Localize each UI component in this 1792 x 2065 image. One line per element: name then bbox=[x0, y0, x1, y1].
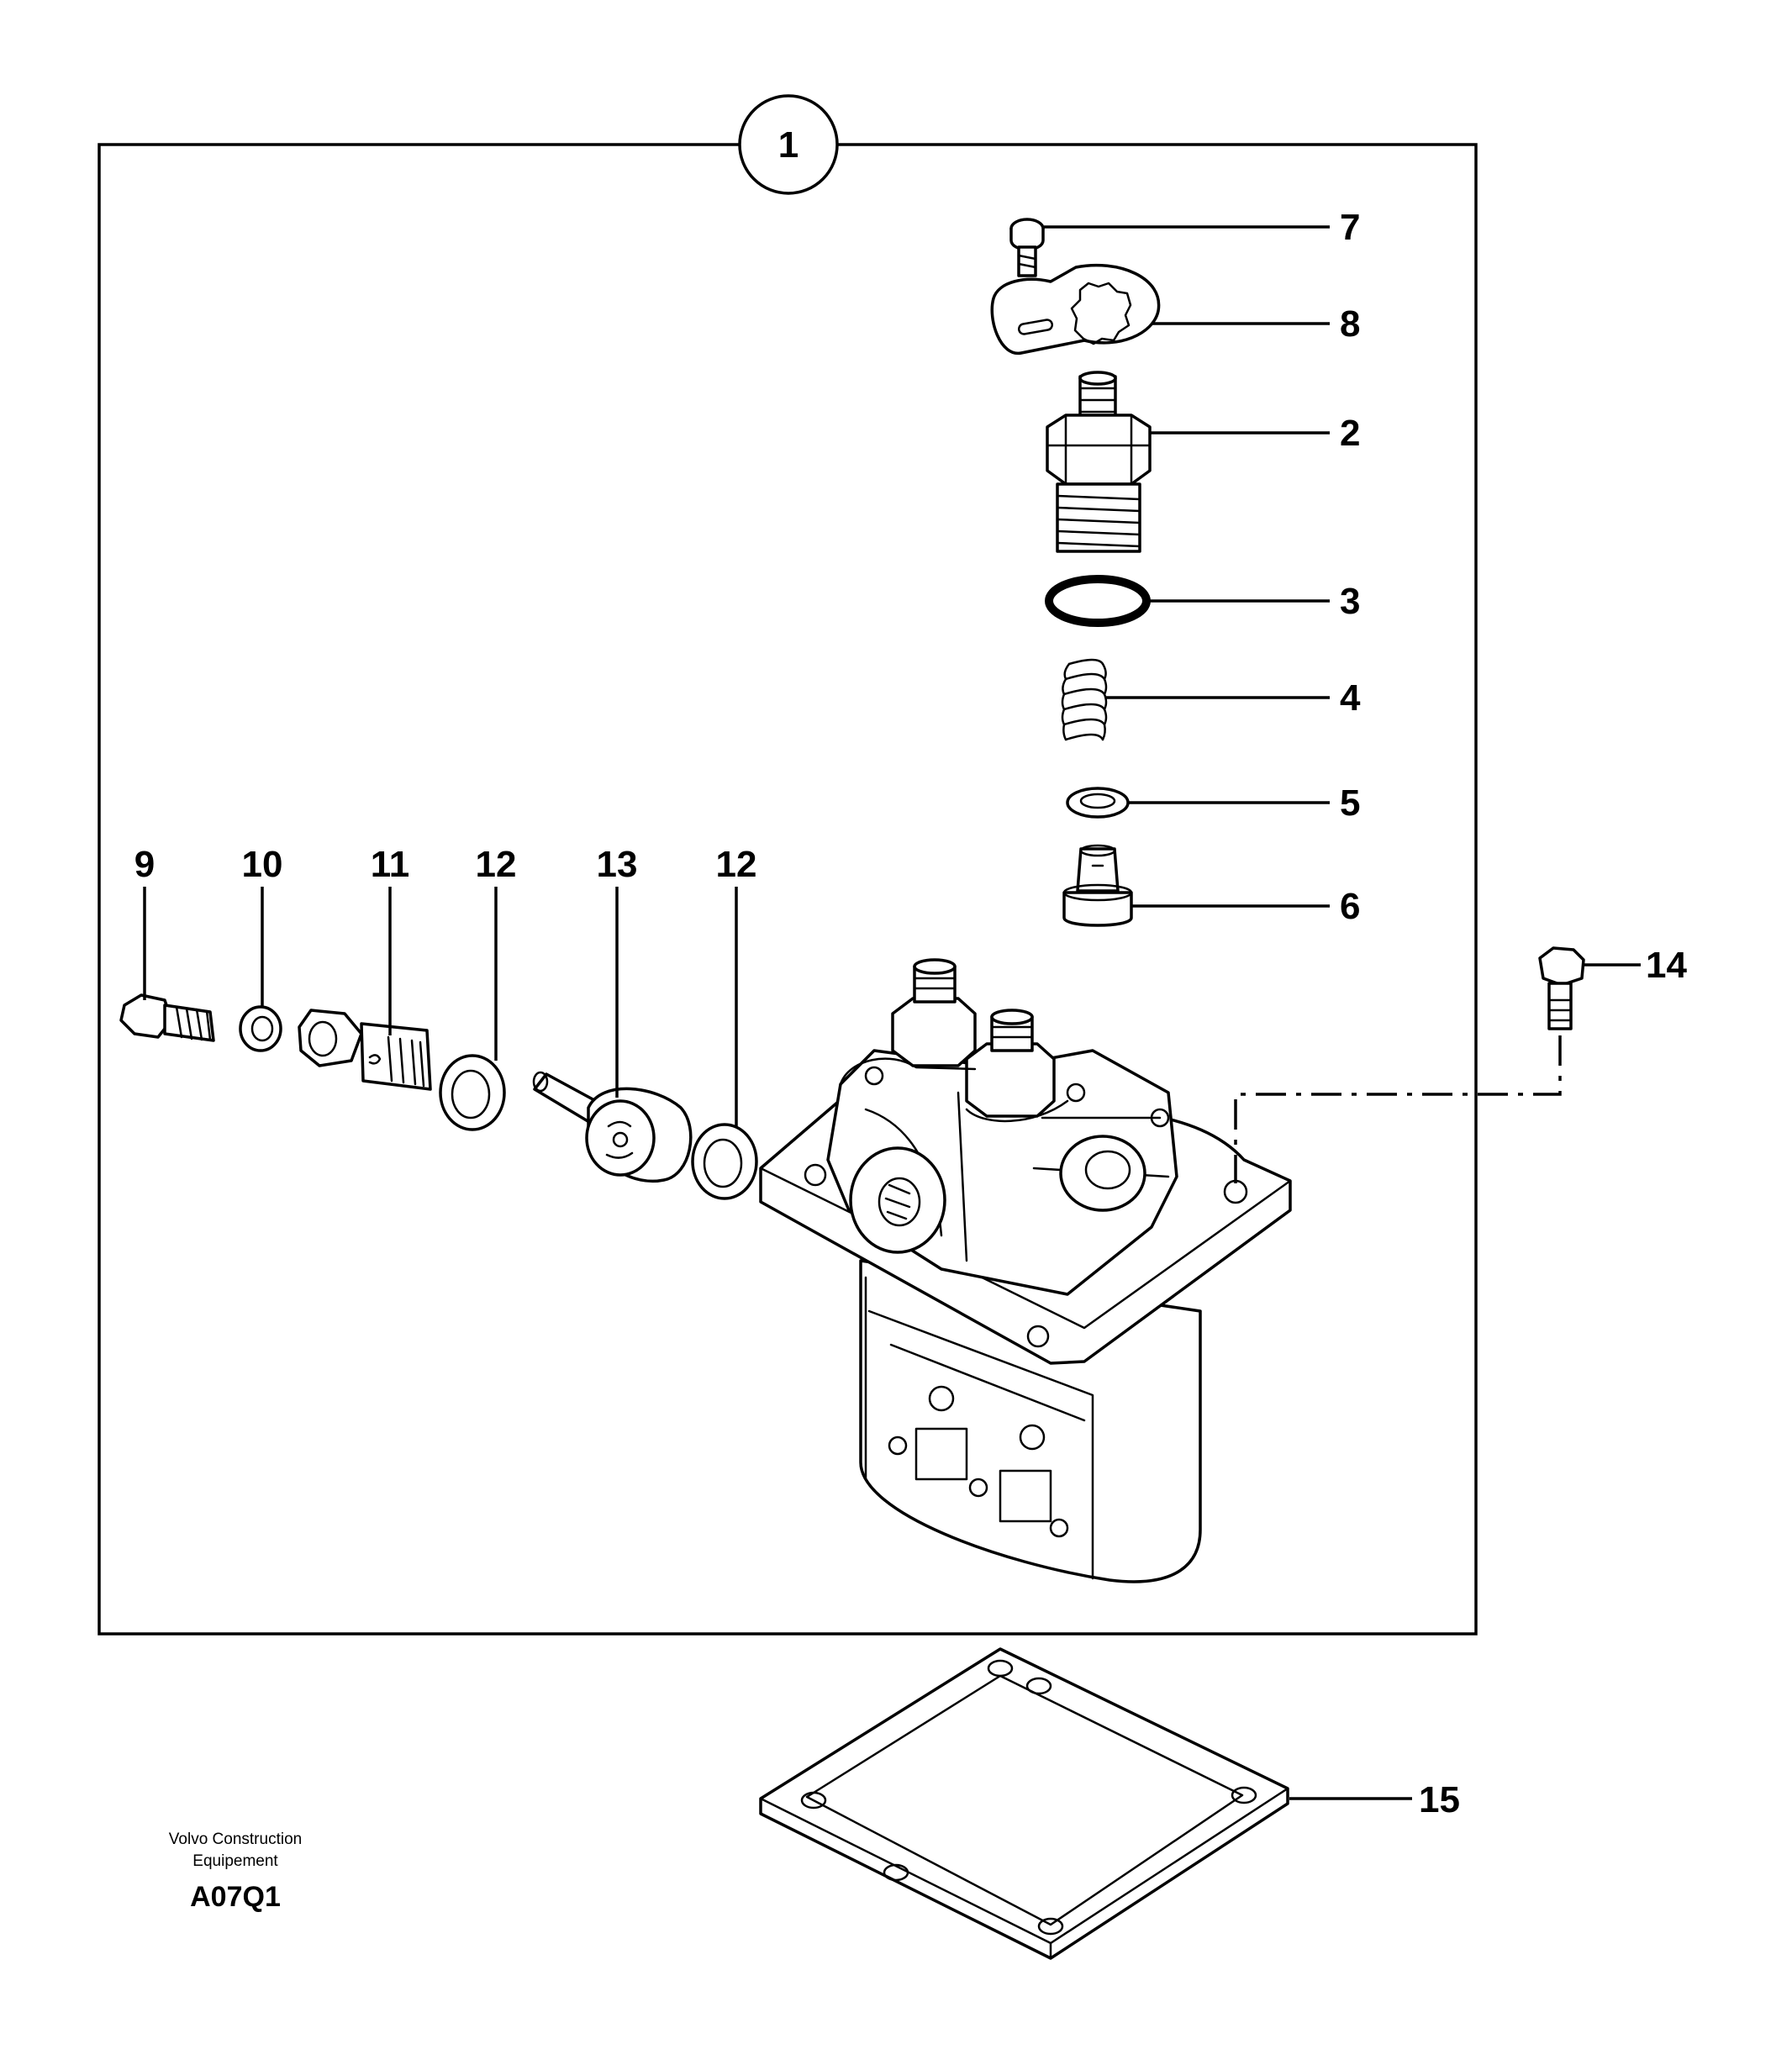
part-14-bolt bbox=[1538, 946, 1585, 1030]
callout-6: 6 bbox=[1340, 886, 1360, 927]
callout-14: 14 bbox=[1646, 945, 1687, 986]
part-12-gasket-a bbox=[439, 1054, 506, 1131]
assembly-callout: 1 bbox=[778, 124, 798, 166]
bolt-14-fitment-line bbox=[1234, 1035, 1562, 1183]
callout-10: 10 bbox=[242, 844, 283, 885]
figure-code: A07Q1 bbox=[190, 1881, 281, 1913]
callout-12b: 12 bbox=[716, 844, 757, 885]
part-10-washer bbox=[239, 1005, 282, 1052]
part-2-delivery-valve-holder bbox=[1046, 371, 1152, 553]
callout-15: 15 bbox=[1419, 1779, 1460, 1820]
injection-pump-body bbox=[759, 958, 1292, 1583]
part-13-eye-fitting bbox=[532, 1071, 693, 1183]
callout-13: 13 bbox=[597, 844, 638, 885]
callout-9: 9 bbox=[134, 844, 155, 885]
part-11-union-bolt bbox=[298, 1009, 432, 1091]
callout-4: 4 bbox=[1340, 677, 1361, 719]
part-3-o-ring bbox=[1045, 575, 1151, 627]
part-7-screw bbox=[1009, 218, 1045, 277]
part-9-bolt bbox=[119, 993, 215, 1042]
callout-11: 11 bbox=[371, 844, 410, 885]
callout-8: 8 bbox=[1340, 303, 1360, 345]
callout-7: 7 bbox=[1340, 207, 1360, 248]
assembly-callout-circle bbox=[738, 94, 839, 195]
publisher-line-2: Equipement bbox=[192, 1852, 278, 1870]
publisher-label: Volvo Construction Equipement bbox=[134, 1829, 336, 1873]
part-8-lock-plate bbox=[990, 263, 1161, 355]
assembly-frame bbox=[98, 143, 1478, 1636]
callout-5: 5 bbox=[1340, 782, 1360, 824]
callout-3: 3 bbox=[1340, 581, 1360, 622]
callout-12a: 12 bbox=[476, 844, 517, 885]
part-6-delivery-valve bbox=[1062, 844, 1133, 927]
part-4-spring bbox=[1061, 658, 1108, 741]
publisher-line-1: Volvo Construction bbox=[168, 1831, 303, 1848]
part-15-gasket bbox=[759, 1647, 1289, 1960]
part-5-washer bbox=[1066, 787, 1130, 819]
part-12-gasket-b bbox=[691, 1123, 758, 1200]
callout-2: 2 bbox=[1340, 413, 1360, 454]
